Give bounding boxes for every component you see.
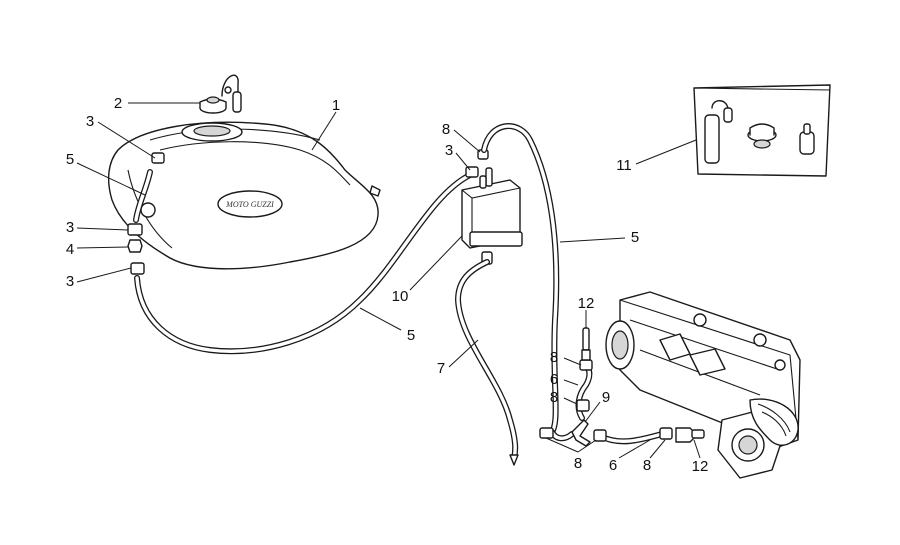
callout-8a: 8 <box>442 121 450 138</box>
callout-2: 2 <box>114 95 122 112</box>
callout-5b: 5 <box>407 327 415 344</box>
hose-canister-to-junction <box>481 123 560 435</box>
callout-6a: 6 <box>550 371 558 388</box>
callout-3b: 3 <box>66 219 74 236</box>
callout-8d: 8 <box>574 455 582 472</box>
callout-3a: 3 <box>86 113 94 130</box>
fuel-tank: MOTO GUZZI <box>107 121 381 270</box>
callout-labels: 1 2 3 5 3 4 3 8 3 10 5 7 5 12 8 6 8 9 8 … <box>66 95 709 475</box>
y-junction-assembly <box>539 327 705 447</box>
callout-5a: 5 <box>66 151 74 168</box>
callout-12a: 12 <box>578 295 595 312</box>
callout-8b: 8 <box>550 349 558 366</box>
parts-kit <box>693 84 831 177</box>
charcoal-canister <box>461 149 523 265</box>
callout-10: 10 <box>392 288 409 305</box>
callout-5c: 5 <box>631 229 639 246</box>
callout-7: 7 <box>437 360 445 377</box>
tank-badge <box>217 190 283 218</box>
leader-lines <box>76 102 701 459</box>
callout-6b: 6 <box>609 457 617 474</box>
callout-12b: 12 <box>692 458 709 475</box>
callout-3c: 3 <box>66 273 74 290</box>
filler-cap <box>199 74 242 114</box>
callout-11: 11 <box>616 157 632 174</box>
throttle-body-assembly <box>605 291 801 479</box>
fitting-3-canister <box>465 166 479 178</box>
callout-8c: 8 <box>550 389 558 406</box>
callout-3d: 3 <box>445 142 453 159</box>
tank-fittings <box>127 152 165 275</box>
vent-hose <box>455 259 519 466</box>
callout-4: 4 <box>66 241 74 258</box>
tank-logo-text: MOTO GUZZI <box>225 200 274 209</box>
callout-8e: 8 <box>643 457 651 474</box>
callout-1: 1 <box>332 97 340 114</box>
callout-9: 9 <box>602 389 610 406</box>
